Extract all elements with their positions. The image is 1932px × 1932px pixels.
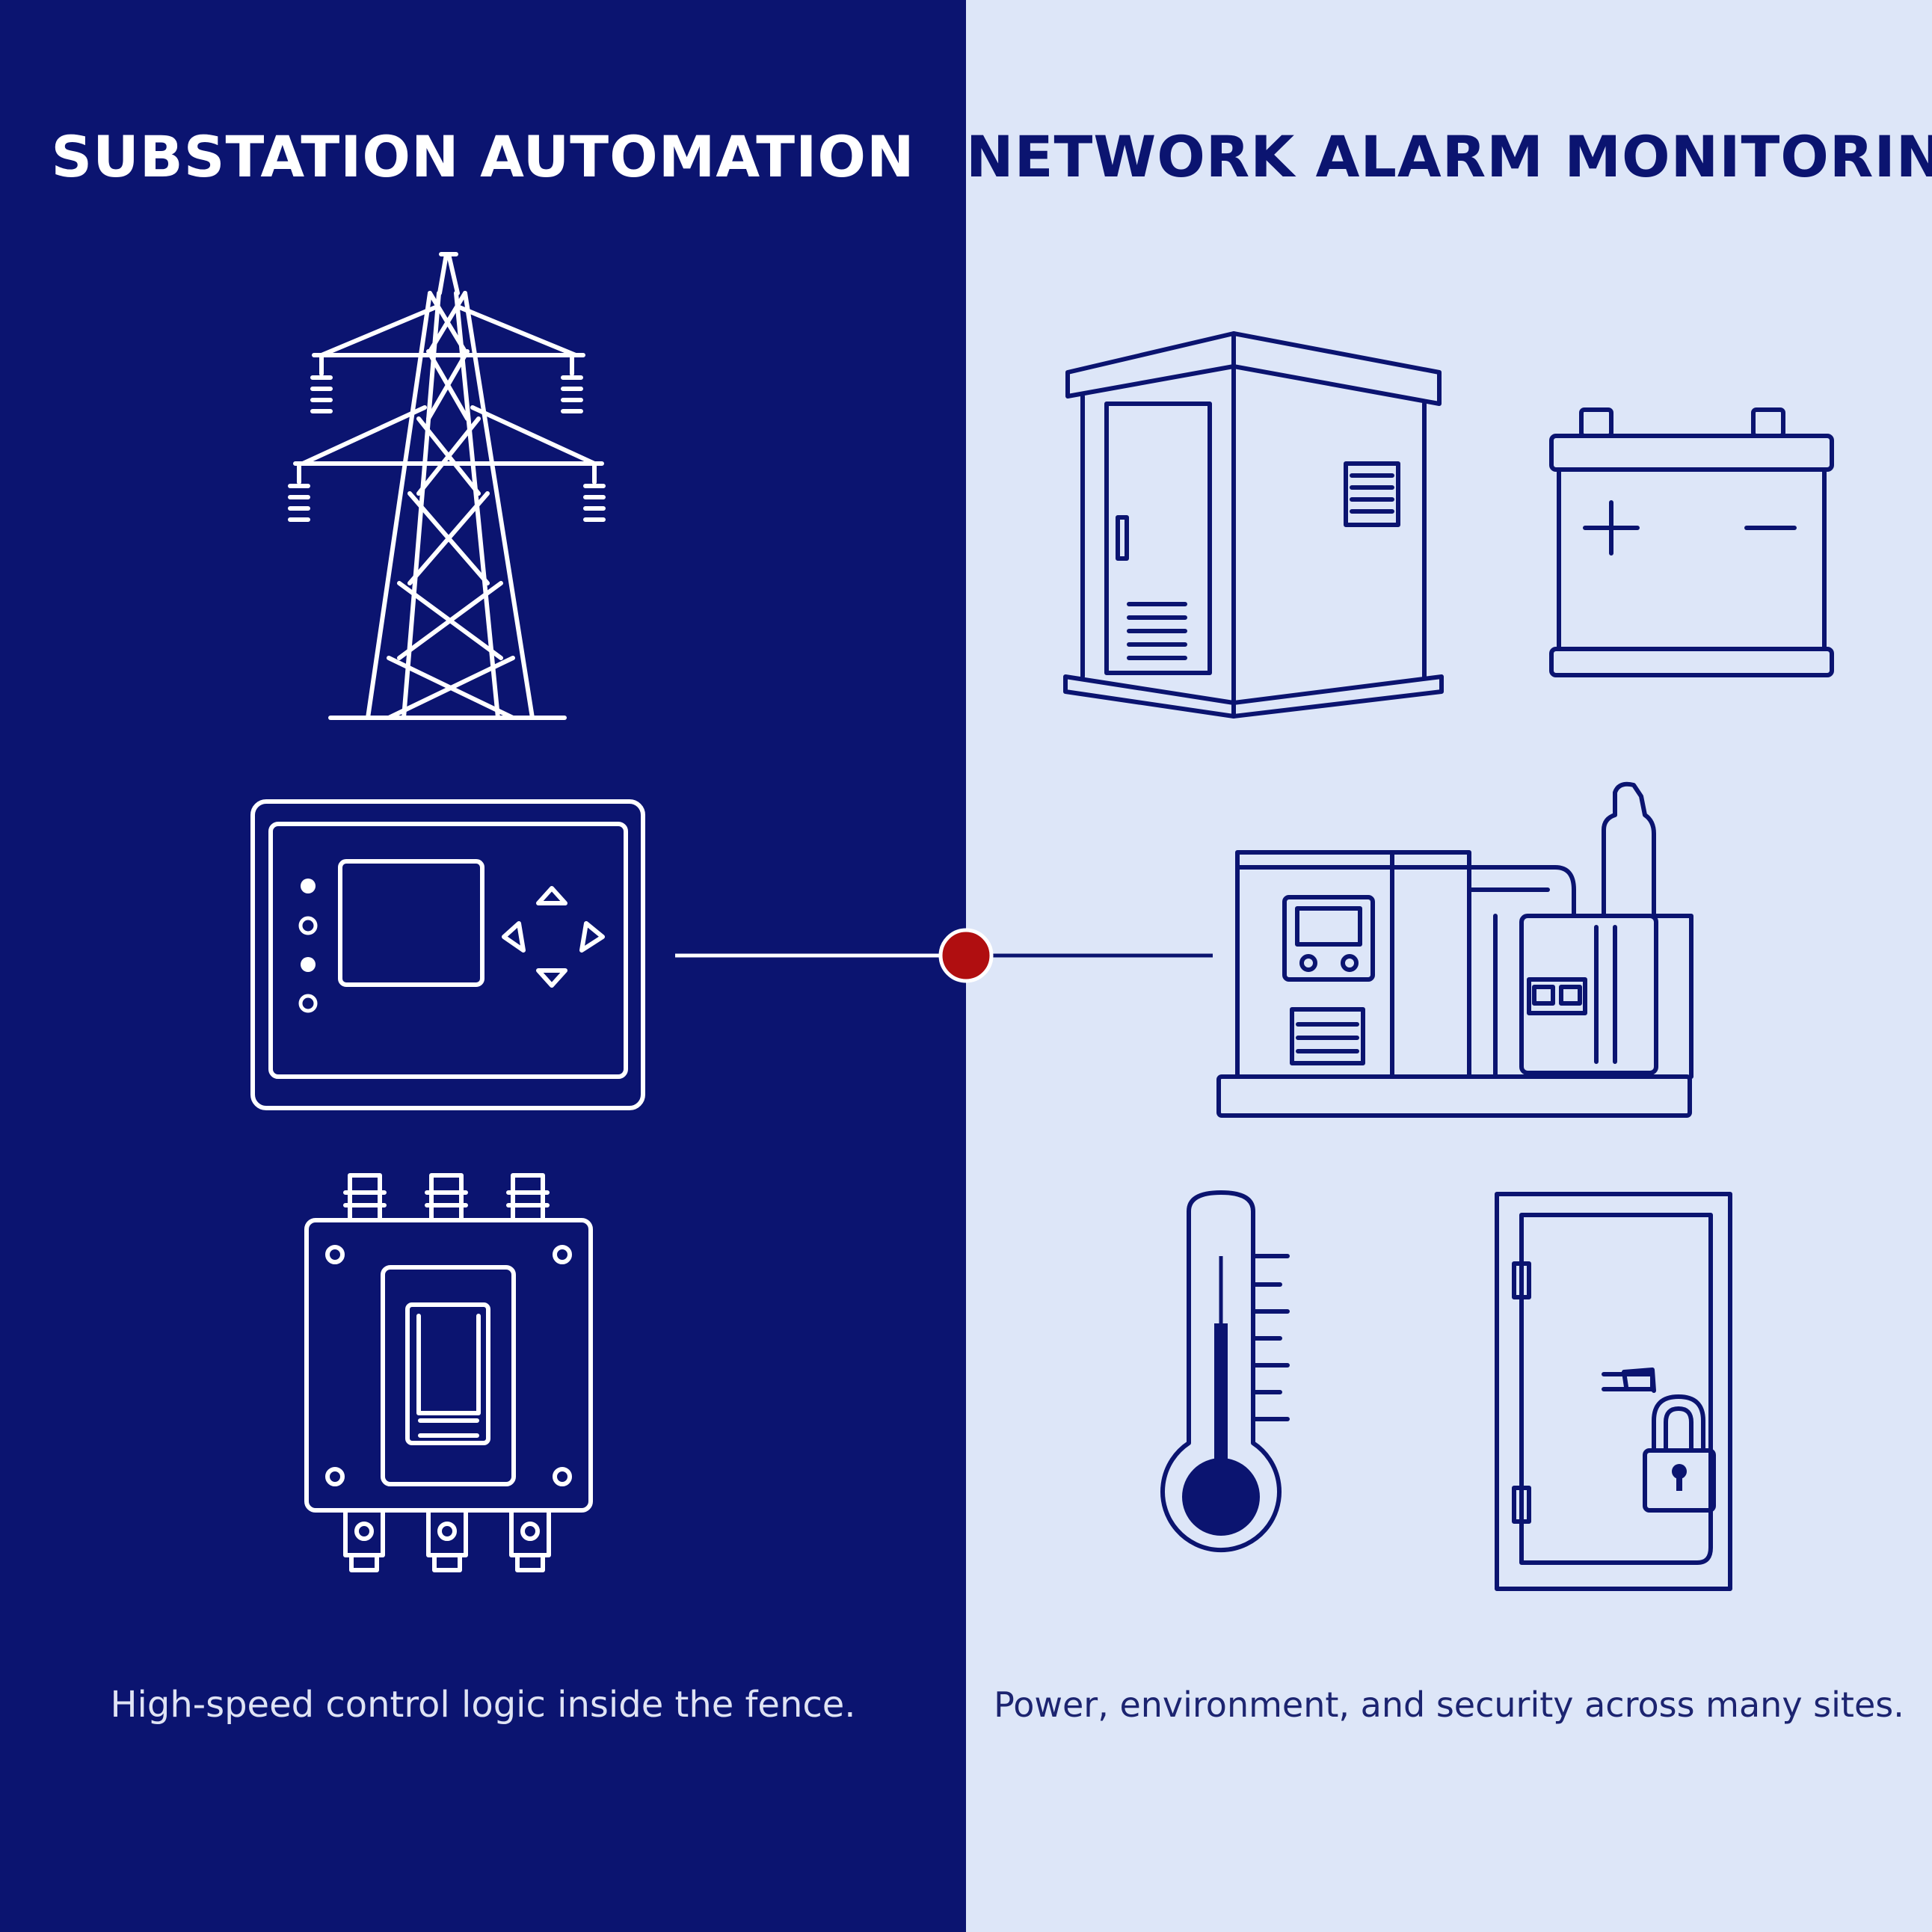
controller-panel-icon: [250, 799, 645, 1110]
right-panel: [966, 0, 1932, 1932]
right-title: NETWORK ALARM MONITORING: [966, 123, 1932, 190]
generator-icon: [1216, 781, 1693, 1118]
circuit-breaker-icon: [304, 1173, 593, 1572]
left-title: SUBSTATION AUTOMATION: [51, 123, 915, 190]
thermometer-icon: [1160, 1190, 1290, 1552]
connector: [675, 928, 1213, 983]
locked-door-icon: [1495, 1192, 1732, 1591]
equipment-shelter-icon: [1063, 331, 1444, 719]
connector-dot: [938, 928, 994, 983]
left-caption: High-speed control logic inside the fenc…: [110, 1684, 856, 1726]
transmission-tower-icon: [288, 252, 606, 720]
right-caption: Power, environment, and security across …: [994, 1685, 1904, 1725]
battery-icon: [1549, 407, 1834, 677]
